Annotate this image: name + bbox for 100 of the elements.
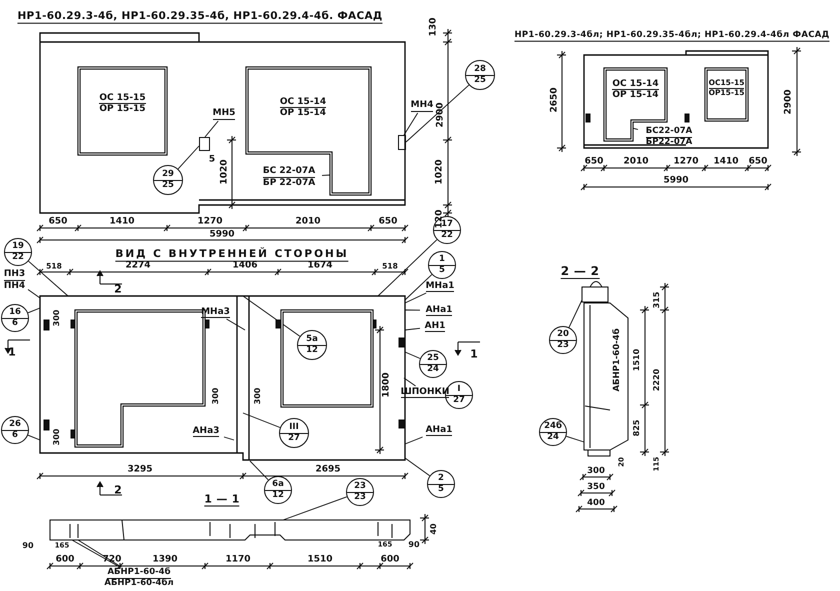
part-label: АБНР1-60-4бл	[104, 578, 174, 588]
part-label: ОР 15-14	[612, 90, 659, 101]
callout-number: 25	[473, 76, 487, 86]
callout-circle	[539, 418, 567, 446]
dimension-text: 2220	[653, 368, 661, 392]
callout-number: 24б	[540, 422, 566, 432]
view-title: НР1-60.29.3-4б, НР1-60.29.35-4б, НР1-60.29.4-4б. ФАСАД	[17, 10, 383, 24]
part-label: БС22-07А	[646, 127, 692, 138]
callout-number: 23	[556, 340, 570, 350]
callout-number: 26	[2, 420, 28, 430]
dimension-text: 300	[587, 466, 605, 476]
callout-circle	[297, 330, 327, 360]
dimension-text: 1270	[197, 218, 223, 226]
part-label: ОС 15-15	[99, 93, 146, 104]
part-label: ПН4	[4, 280, 26, 291]
dimension-text: 1270	[673, 158, 699, 166]
section-mark: 1	[470, 348, 478, 360]
callout-number: 16	[2, 308, 28, 318]
view-title: 2 — 2	[560, 265, 600, 279]
part-label: ОС 15-14	[280, 97, 326, 108]
part-label: ОР 15-14	[280, 108, 326, 119]
section-mark: 2	[114, 284, 122, 294]
view-title: НР1-60.29.3-4бл; НР1-60.29.35-4бл; НР1-60.29.4-4бл ФАСАД	[514, 30, 830, 42]
dimension-text: 1170	[225, 556, 251, 564]
dimension-text: 40	[430, 523, 438, 535]
leader-line	[404, 328, 420, 330]
leader-line	[322, 174, 332, 176]
dimension-text: 5990	[663, 176, 689, 186]
part-label: БР 22-07А	[262, 178, 316, 188]
dimension-text: 2650	[550, 87, 560, 113]
part-label: БР22-07А	[646, 138, 692, 148]
dimension-text: 300	[254, 388, 262, 404]
callout-number: 29	[154, 170, 182, 180]
callout-circle	[1, 416, 29, 444]
callout-circle	[549, 326, 577, 354]
dimension-text: 130	[430, 18, 438, 36]
callout-number: 23	[347, 482, 373, 492]
callout-number: 12	[271, 490, 285, 500]
dimension-text: 2010	[623, 158, 649, 166]
dimension-text: 650	[48, 218, 68, 226]
leader-line	[404, 378, 416, 386]
view-title: ВИД С ВНУТРЕННЕЙ СТОРОНЫ	[115, 248, 349, 262]
dimension-text: 350	[587, 482, 605, 492]
embedded-plate	[199, 137, 210, 151]
callout-number: 12	[305, 346, 319, 356]
part-label: АНа1	[426, 304, 452, 316]
callout-number: 6а	[265, 480, 291, 490]
embedded-plate	[398, 135, 406, 150]
dimension-text: 1410	[713, 158, 739, 166]
part-label: АНа3	[192, 426, 220, 438]
callout-number: 19	[5, 242, 31, 252]
callout-number: 2	[428, 474, 454, 484]
leader-line	[404, 292, 427, 304]
part-label: АБНР1-60-4б	[612, 328, 622, 392]
leader-line	[204, 120, 219, 138]
section-mark: 2	[114, 484, 122, 496]
part-label: АБНР1-60-4б	[107, 568, 171, 578]
dimension-text: 1510	[307, 556, 333, 564]
dimension-text: 1800	[382, 372, 392, 398]
dimension-text: 1020	[436, 159, 444, 185]
leader-line	[224, 436, 234, 440]
leader-line	[28, 260, 68, 296]
part-label: АН1	[424, 320, 446, 332]
leader-line	[404, 352, 421, 359]
dimension-text: 3295	[127, 466, 153, 474]
callout-number: 20	[550, 330, 576, 340]
part-label: ОР 15-15	[99, 104, 146, 115]
callout-number: 27	[287, 434, 301, 444]
leader-line	[568, 300, 582, 328]
dimension-text: 300	[53, 310, 61, 326]
dimension-text: 2010	[295, 218, 321, 226]
leader-line	[226, 318, 246, 330]
callout-number: 24	[426, 364, 440, 374]
callout-number: 23	[353, 492, 367, 502]
callout-number: 28	[466, 64, 494, 76]
dimension-text: 5	[208, 156, 216, 164]
callout-number: 27	[452, 396, 466, 406]
dimension-text: 90	[22, 542, 34, 550]
callout-number: 5	[438, 266, 446, 276]
callout-circle	[427, 470, 455, 498]
dimension-text: 315	[653, 292, 661, 308]
dimension-text: 2695	[315, 466, 341, 474]
dimension-text: 650	[748, 158, 768, 166]
leader-line	[178, 146, 200, 170]
part-label: МН5	[212, 108, 236, 120]
leader-line	[404, 436, 424, 444]
dimension-text: 2900	[436, 102, 446, 128]
callout-number: 25	[161, 180, 175, 190]
part-label: ПН3	[4, 269, 26, 280]
callout-number: 1	[429, 254, 455, 266]
leader-line	[378, 239, 438, 296]
dimension-text: 650	[378, 218, 398, 226]
callout-number: 6	[11, 318, 19, 328]
leader-line	[28, 308, 40, 314]
dimension-text: 825	[633, 420, 641, 436]
callout-number: 24	[546, 432, 560, 442]
leader-line	[404, 274, 432, 300]
callout-number: III	[280, 422, 308, 434]
part-label: МНа1	[426, 280, 454, 292]
part-label: МН4	[410, 100, 434, 112]
